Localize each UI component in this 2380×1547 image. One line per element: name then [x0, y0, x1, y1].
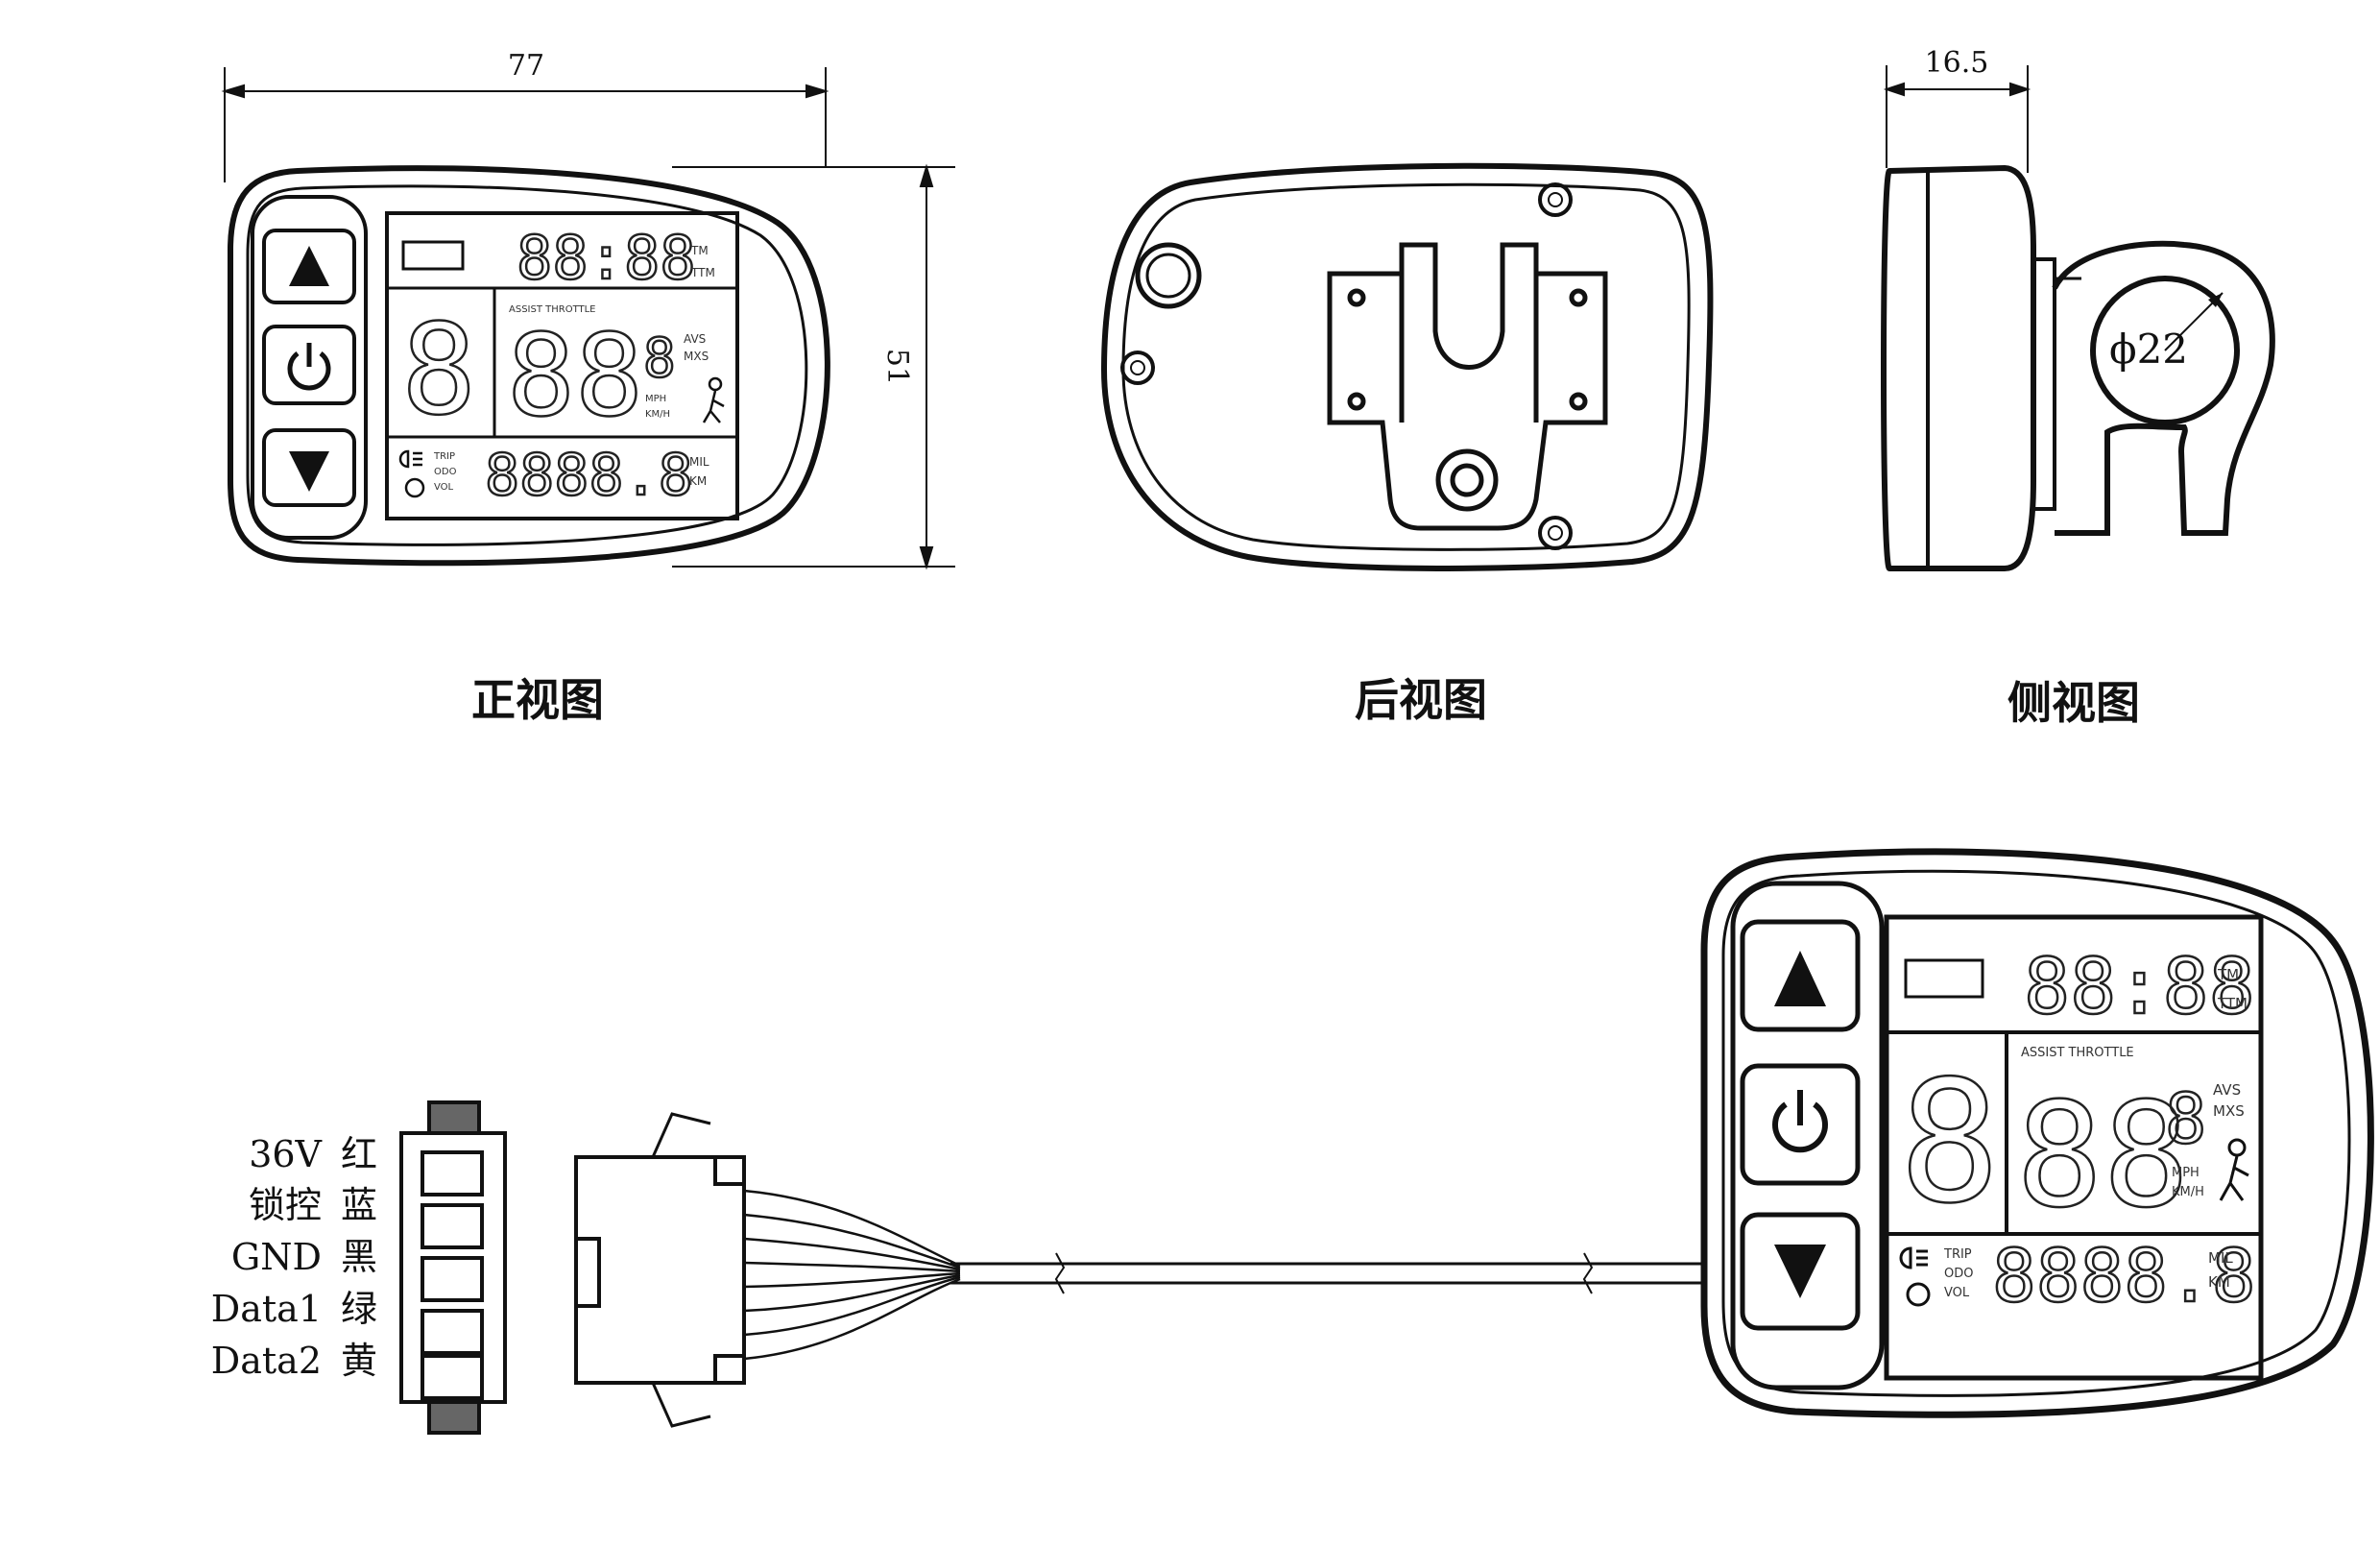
battery-icon — [1904, 958, 1984, 999]
speed-label-avs: AVS — [684, 332, 706, 346]
back-view — [1100, 162, 1714, 571]
width-label: 77 — [508, 49, 544, 83]
power-icon — [287, 343, 331, 391]
wire-bundle — [743, 1189, 961, 1361]
odo-label-odo: ODO — [434, 467, 457, 477]
power-button[interactable] — [262, 325, 356, 405]
time-readout: 88:88 — [517, 223, 696, 293]
power-icon — [1772, 1090, 1828, 1153]
odometer-readout: 8888.8 — [485, 442, 693, 509]
large-lcd: 88:88 TM TTM 8 ASSIST THROTTLE 88 8 AVS … — [1884, 914, 2264, 1381]
pin-color: 红 — [341, 1133, 377, 1175]
front-view: 77 51 88:88 — [221, 49, 955, 570]
large-up-button[interactable] — [1740, 919, 1861, 1032]
large-speed-subdigit: 8 — [2165, 1078, 2206, 1159]
speed-readout: 88 — [507, 309, 643, 442]
up-arrow-icon — [289, 246, 329, 286]
pin-labels: 36V 红 锁控 蓝 GND 黑 Data1 绿 Data2 黄 — [211, 1133, 377, 1382]
level-digit: 8 — [401, 297, 476, 443]
screw-hole-bottom — [1538, 516, 1573, 550]
odo-label-trip: TRIP — [433, 451, 455, 462]
lcd-banner: ASSIST THROTTLE — [509, 304, 596, 315]
large-display: 88:88 TM TTM 8 ASSIST THROTTLE 88 8 AVS … — [1700, 848, 2374, 1418]
front-lcd: 88:88 TM TTM 8 ASSIST THROTTLE 88 8 AVS … — [385, 211, 739, 520]
speed-label-avs: AVS — [2213, 1081, 2241, 1099]
pin-color: 黄 — [341, 1340, 377, 1382]
speed-unit-mph: MPH — [645, 394, 666, 404]
large-button-panel — [1730, 881, 1885, 1390]
large-power-button[interactable] — [1740, 1063, 1861, 1186]
main-cable — [950, 1252, 1704, 1294]
speed-unit-kmh: KM/H — [645, 409, 670, 420]
side-mount-plate — [2031, 257, 2056, 511]
time-unit-tm: TM — [690, 244, 709, 257]
large-housing — [1700, 848, 2374, 1418]
speed-label-mxs: MXS — [684, 350, 709, 363]
headlight-icon — [1899, 1246, 1931, 1307]
speed-unit-kmh: KM/H — [2172, 1185, 2204, 1199]
large-level-digit: 8 — [1899, 1046, 2000, 1241]
width-dimension — [221, 67, 829, 182]
back-housing — [1100, 162, 1714, 571]
female-connector — [399, 1100, 507, 1435]
walk-assist-icon — [702, 376, 725, 423]
front-housing — [228, 165, 830, 567]
time-unit-tm: TM — [2217, 966, 2239, 983]
back-view-caption: 后视图 — [1355, 674, 1487, 726]
depth-label: 16.5 — [1925, 46, 1989, 80]
pin-color: 黑 — [341, 1236, 377, 1278]
odo-unit-mil: MIL — [2208, 1249, 2233, 1267]
front-view-caption: 正视图 — [471, 674, 604, 726]
depth-dimension — [1883, 65, 2031, 173]
speed-unit-mph: MPH — [2172, 1166, 2200, 1180]
mount-bracket — [1327, 242, 1608, 531]
pin-signal: Data2 — [211, 1340, 322, 1382]
time-unit-ttm: TTM — [690, 266, 715, 279]
pin-signal: GND — [231, 1236, 322, 1278]
odo-label-trip: TRIP — [1943, 1247, 1972, 1262]
pin-signal: Data1 — [211, 1288, 322, 1330]
up-arrow-icon — [1774, 951, 1826, 1006]
side-housing — [1881, 164, 2036, 571]
screw-hole-top — [1538, 182, 1573, 217]
large-down-button[interactable] — [1740, 1212, 1861, 1331]
large-time-readout: 88:88 — [2024, 942, 2255, 1031]
odo-unit-km: KM — [689, 474, 707, 488]
button-panel — [251, 195, 368, 540]
odo-unit-km: KM — [2208, 1273, 2230, 1291]
height-dimension — [672, 163, 955, 570]
side-view-caption: 侧视图 — [2007, 677, 2140, 729]
headlight-icon — [398, 449, 425, 498]
handlebar-clamp — [2052, 240, 2275, 536]
up-button[interactable] — [262, 229, 356, 304]
odo-label-vol: VOL — [1944, 1286, 1970, 1300]
large-speed-readout: 88 — [2016, 1073, 2190, 1240]
speed-subdigit: 8 — [643, 327, 676, 390]
pin-signal: 锁控 — [249, 1184, 322, 1226]
pin-color: 蓝 — [341, 1184, 377, 1226]
down-arrow-icon — [1774, 1245, 1826, 1298]
male-connector — [574, 1112, 746, 1428]
large-odometer-readout: 8888.8 — [1992, 1233, 2256, 1318]
cable-grommet — [1135, 242, 1202, 309]
speed-label-mxs: MXS — [2213, 1102, 2245, 1120]
clamp-diameter-label: ϕ22 — [2109, 326, 2188, 373]
height-label: 51 — [880, 349, 914, 385]
time-unit-ttm: TTM — [2217, 995, 2248, 1012]
odo-label-odo: ODO — [1944, 1267, 1973, 1281]
odo-unit-mil: MIL — [689, 455, 709, 469]
walk-assist-icon — [2219, 1138, 2249, 1201]
down-arrow-icon — [289, 451, 329, 492]
down-button[interactable] — [262, 428, 356, 507]
side-view: 16.5 ϕ22 — [1881, 46, 2275, 571]
odo-label-vol: VOL — [434, 482, 454, 493]
screw-hole-left — [1120, 350, 1155, 385]
large-lcd-banner: ASSIST THROTTLE — [2021, 1046, 2134, 1060]
battery-icon — [401, 240, 465, 271]
pin-color: 绿 — [341, 1288, 377, 1330]
pin-signal: 36V — [249, 1133, 322, 1175]
